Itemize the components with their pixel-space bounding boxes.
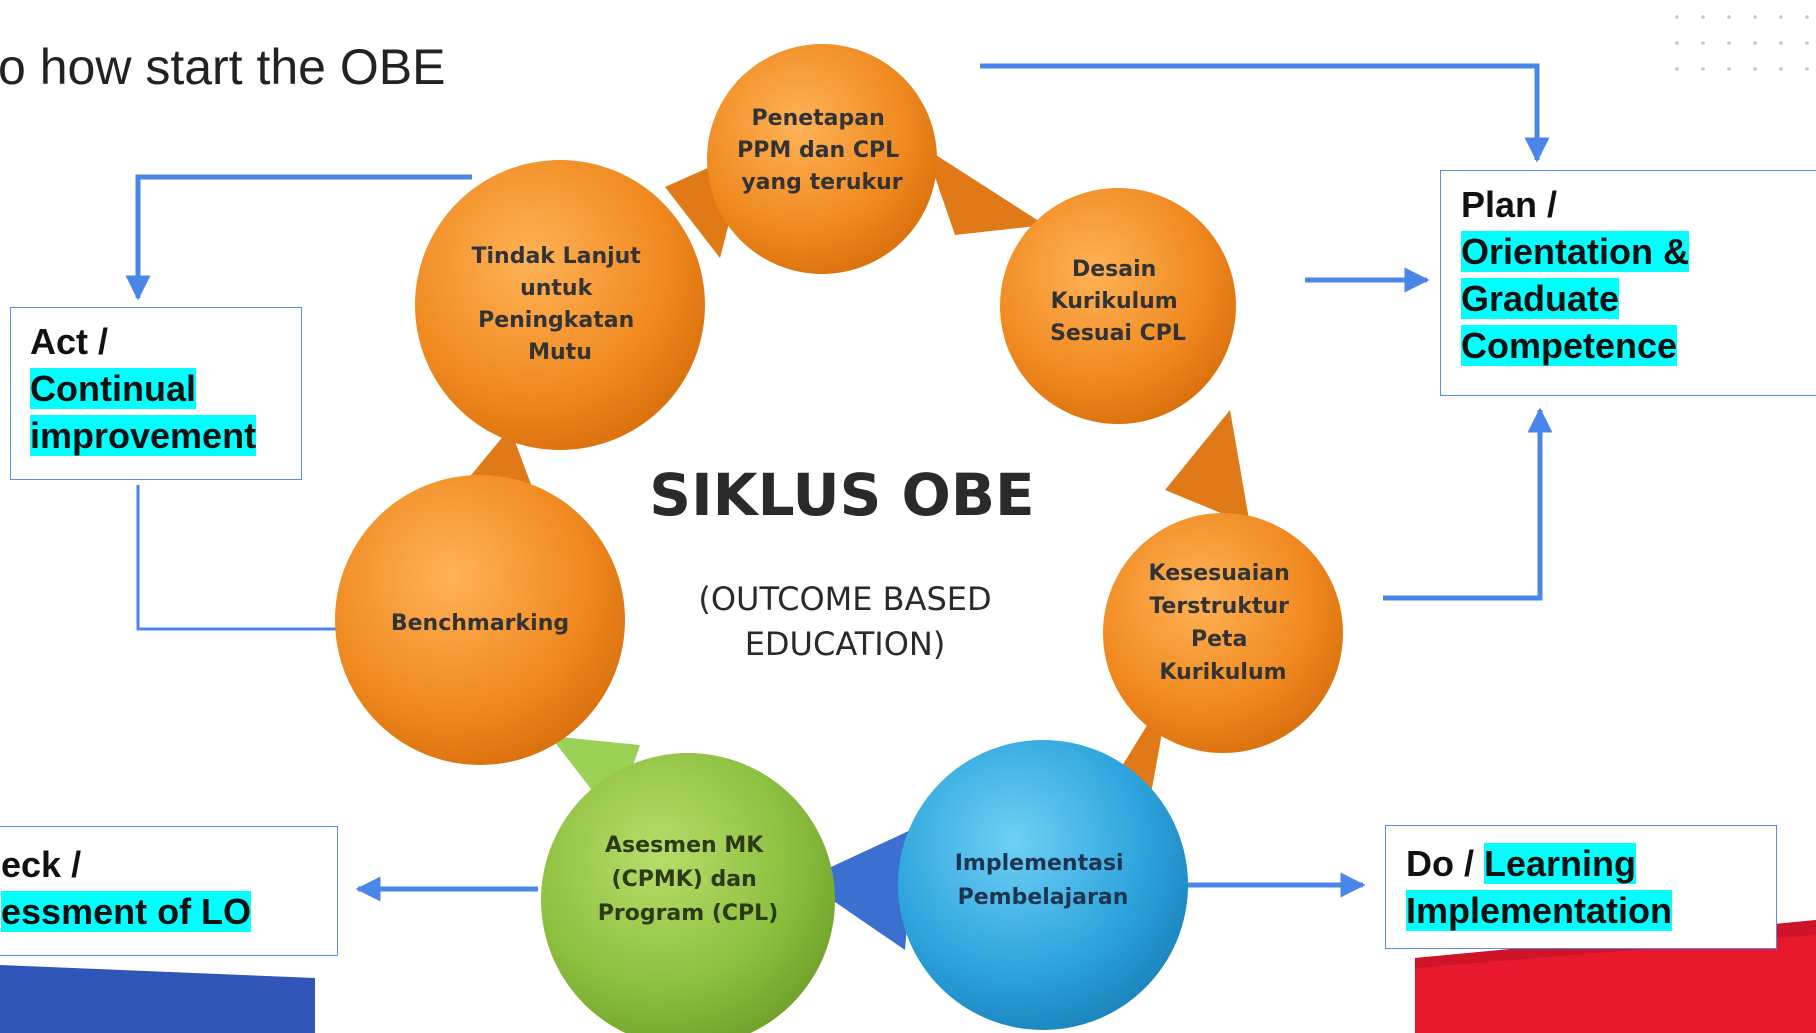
do-line-1: Learning (1484, 843, 1637, 884)
circle-kesesuaian (1103, 513, 1343, 753)
arrow-benchmarking-to-act (136, 485, 345, 631)
pointer-desain-kesesuaian (1165, 410, 1250, 525)
do-box: Do / Learning Implementation (1385, 825, 1777, 949)
circle-penetapan (707, 44, 937, 274)
pointer-implementasi-asesmen (803, 828, 915, 950)
arrow-kesesuaian-to-plan (1383, 407, 1553, 601)
arrow-tindak-to-act (125, 174, 472, 301)
circle-benchmarking (335, 475, 625, 765)
check-box: eck / essment of LO (0, 826, 338, 956)
bottom-left-banner (0, 965, 315, 1033)
center-title: SIKLUS OBE (649, 461, 1034, 529)
circle-asesmen (541, 753, 835, 1033)
circle-implementasi (898, 740, 1188, 1030)
act-line-2: improvement (30, 415, 257, 456)
pointer-penetapan-desain (925, 148, 1045, 235)
circle-tindak (415, 160, 705, 450)
act-line-1: Continual (30, 368, 196, 409)
plan-box: Plan / Orientation & Graduate Competence (1440, 170, 1816, 396)
do-prefix: Do / (1406, 843, 1474, 884)
act-box: Act / Continual improvement (10, 307, 302, 480)
plan-line-1: Orientation & (1461, 231, 1690, 272)
plan-prefix: Plan / (1461, 184, 1558, 225)
center-subtitle-line1: (OUTCOME BASED (698, 580, 991, 618)
circle-desain (1000, 188, 1236, 424)
arrow-penetapan-to-plan (980, 63, 1550, 163)
circle-tindak-label: Tindak Lanjut untuk Peningkatan Mutu (471, 244, 648, 365)
act-prefix: Act / (30, 321, 109, 362)
plan-line-2: Graduate (1461, 278, 1620, 319)
circle-benchmarking-label: Benchmarking (391, 611, 569, 636)
circle-asesmen-label: Asesmen MK (CPMK) dan Program (CPL) (598, 833, 779, 926)
do-line-2: Implementation (1406, 890, 1673, 931)
circle-desain-label: Desain Kurikulum Sesuai CPL (1050, 257, 1186, 346)
check-prefix: eck / (1, 844, 82, 885)
circle-implementasi-label: Implementasi Pembelajaran (955, 851, 1132, 910)
check-line-1: essment of LO (1, 891, 252, 932)
center-subtitle-line2: EDUCATION) (745, 625, 946, 663)
circle-kesesuaian-label: Kesesuaian Terstruktur Peta Kurikulum (1149, 561, 1298, 685)
circle-penetapan-label: Penetapan PPM dan CPL yang terukur (737, 106, 907, 195)
plan-line-3: Competence (1461, 325, 1678, 366)
slide-title: o how start the OBE (0, 39, 446, 95)
dot-pattern-decoration (1658, 0, 1816, 92)
